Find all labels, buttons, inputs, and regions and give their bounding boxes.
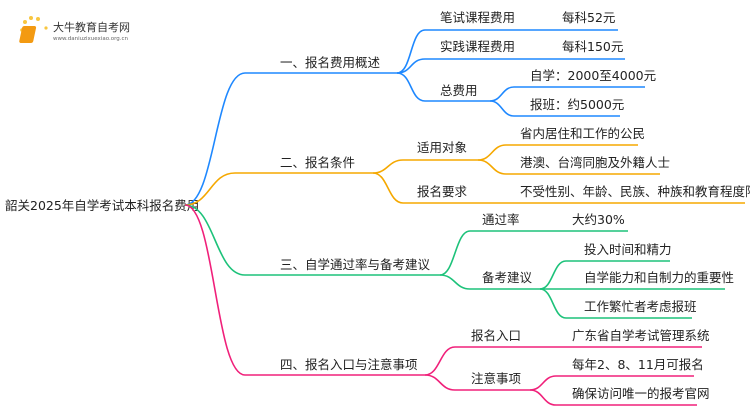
branch-2-label: 二、报名条件 [280, 155, 355, 170]
connector-line [424, 374, 530, 391]
connector-line [439, 274, 540, 290]
connector-line [396, 58, 625, 74]
branch-1-line [184, 72, 397, 206]
book-icon [19, 16, 48, 43]
connector-line [529, 389, 697, 406]
connector-line [477, 159, 660, 175]
notes-item: 确保访问唯一的报考官网 [572, 386, 710, 401]
logo-url: www.daniuzixuexiao.org.cn [53, 36, 129, 42]
eligibility-item: 省内居住和工作的公民 [520, 126, 645, 141]
requirement-label: 报名要求 [417, 184, 468, 199]
requirement-value: 不受性别、年龄、民族、种族和教育程度限制 [520, 184, 750, 199]
advice-item: 自学能力和自制力的重要性 [584, 270, 734, 285]
logo-title: 大牛教育自考网 [53, 20, 130, 34]
branch-4-label: 四、报名入口与注意事项 [280, 357, 418, 372]
connector-line [439, 230, 628, 276]
logo: 大牛教育自考网 www.daniuzixuexiao.org.cn [19, 16, 130, 43]
connector-line [529, 375, 694, 391]
branch-1-label: 一、报名费用概述 [280, 55, 381, 70]
notes-label: 注意事项 [471, 371, 521, 386]
advice-label: 备考建议 [482, 270, 533, 285]
connector-line [489, 86, 645, 102]
connector-line [539, 260, 670, 290]
pass-rate-value: 大约30% [572, 212, 625, 227]
connector-line [372, 159, 478, 174]
fee-written-value: 每科52元 [562, 10, 615, 25]
connector-line [396, 29, 618, 74]
branch-3-line [184, 204, 440, 276]
fee-total-label: 总费用 [440, 83, 478, 98]
fee-self-study: 自学：2000至4000元 [530, 68, 656, 83]
fee-written-label: 笔试课程费用 [440, 10, 515, 25]
notes-item: 每年2、8、11月可报名 [572, 357, 704, 372]
fee-practice-value: 每科150元 [562, 39, 623, 54]
connector-line [424, 346, 702, 376]
fee-class: 报班：约5000元 [530, 97, 624, 112]
branch-3-label: 三、自学通过率与备考建议 [280, 257, 431, 272]
eligibility-label: 适用对象 [417, 140, 467, 155]
advice-item: 工作繁忙者考虑报班 [584, 299, 697, 314]
eligibility-item: 港澳、台湾同胞及外籍人士 [520, 155, 670, 170]
connector-line [489, 100, 620, 117]
root-node: 韶关2025年自学考试本科报名费用 [5, 198, 199, 213]
branch-4-line [184, 204, 425, 376]
connector-line [539, 288, 692, 319]
entry-value: 广东省自学考试管理系统 [572, 328, 710, 343]
advice-item: 投入时间和精力 [584, 242, 672, 257]
pass-rate-label: 通过率 [482, 212, 520, 227]
branch-2-line [184, 172, 373, 206]
connector-line [396, 72, 490, 102]
connector-line [372, 172, 745, 204]
entry-label: 报名入口 [471, 328, 521, 343]
fee-practice-label: 实践课程费用 [440, 39, 515, 54]
connector-line [477, 144, 638, 161]
